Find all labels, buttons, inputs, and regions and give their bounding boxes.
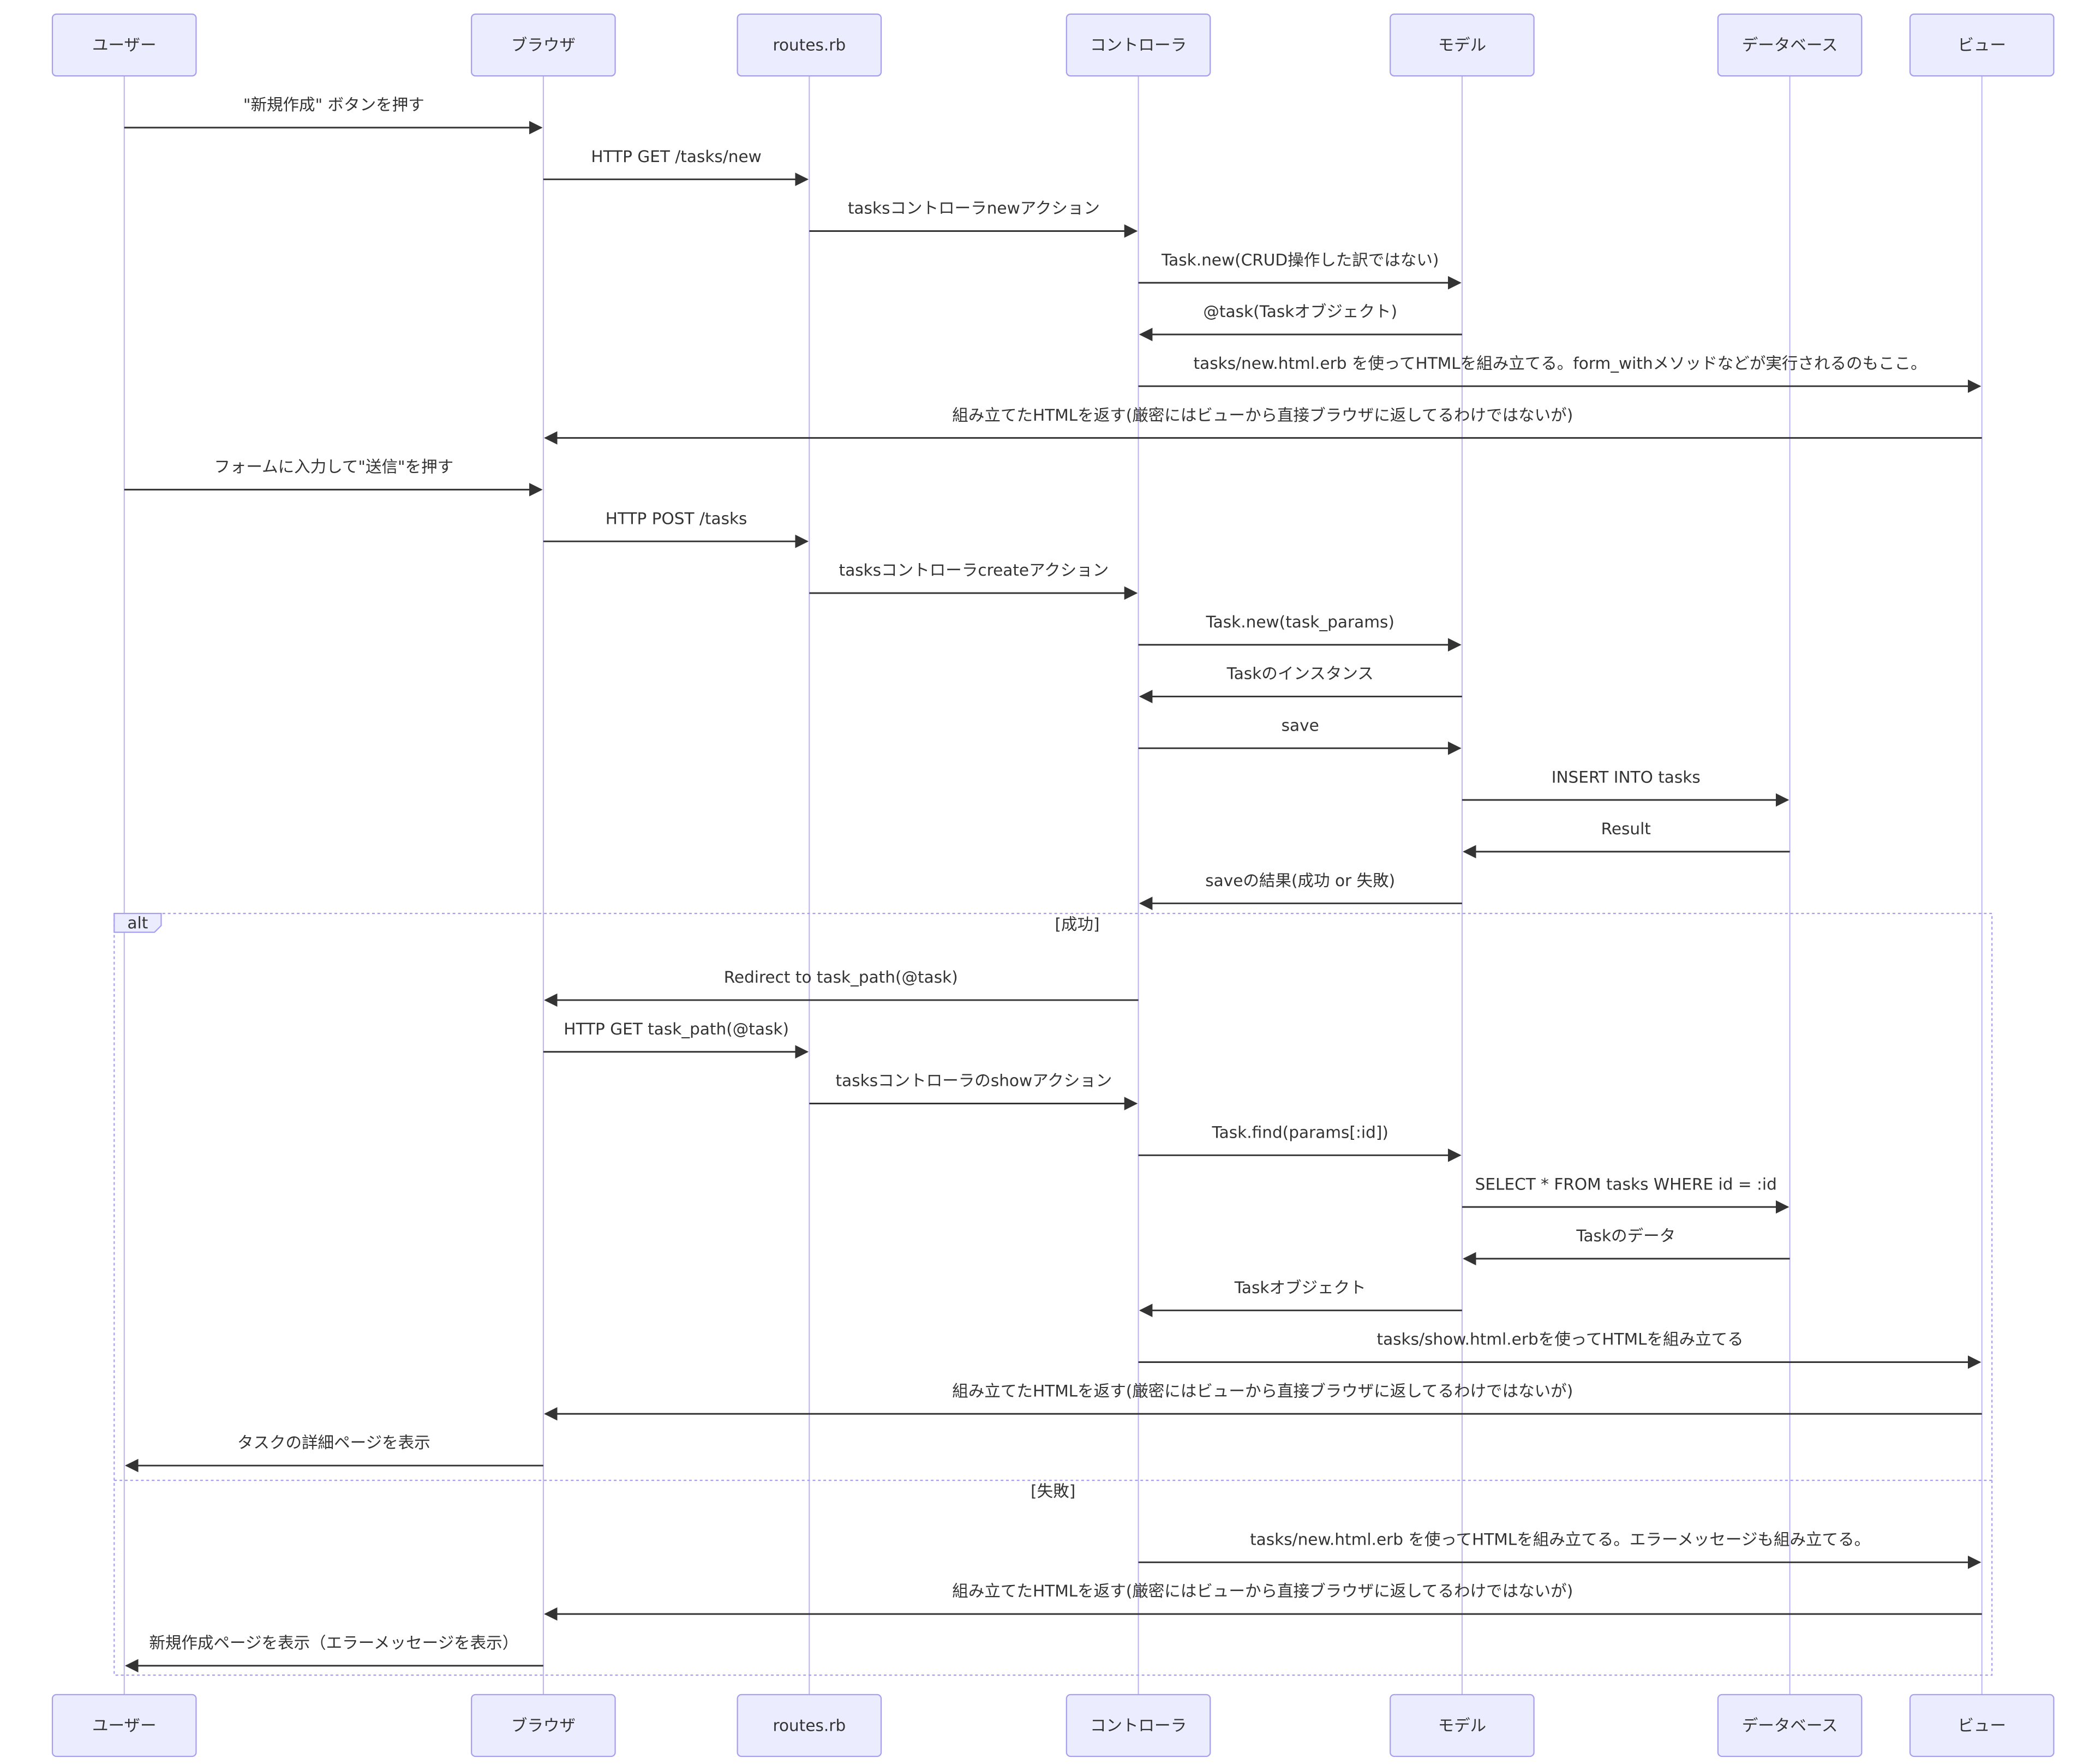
message-label: @task(Taskオブジェクト) — [1203, 302, 1397, 321]
participant-label: ブラウザ — [511, 1716, 576, 1735]
participant-label: モデル — [1438, 35, 1487, 54]
message-label: 組み立てたHTMLを返す(厳密にはビューから直接ブラウザに返してるわけではないが… — [952, 406, 1573, 424]
message-label: Result — [1601, 820, 1651, 838]
message-label: 新規作成ページを表示（エラーメッセージを表示） — [149, 1634, 518, 1652]
participant-view-bottom: ビュー — [1909, 1694, 2055, 1757]
message-label: INSERT INTO tasks — [1552, 768, 1701, 786]
message-label: Taskのインスタンス — [1226, 665, 1374, 683]
alt-frame — [113, 913, 1993, 1676]
message-label: 組み立てたHTMLを返す(厳密にはビューから直接ブラウザに返してるわけではないが… — [952, 1582, 1573, 1600]
participant-routes-bottom: routes.rb — [737, 1694, 882, 1757]
participant-label: ユーザー — [92, 1716, 157, 1735]
alt-frame-tab — [113, 913, 162, 933]
participant-label: データベース — [1742, 1716, 1838, 1735]
participant-user-bottom: ユーザー — [51, 1694, 197, 1757]
message-label: Taskオブジェクト — [1234, 1278, 1366, 1297]
participant-label: コントローラ — [1090, 1716, 1187, 1735]
alt-frame-label: alt — [127, 913, 148, 932]
message-label: tasks/new.html.erb を使ってHTMLを組み立てる。エラーメッセ… — [1250, 1530, 1870, 1548]
participant-view-top: ビュー — [1909, 13, 2055, 77]
participant-label: データベース — [1742, 35, 1838, 54]
participant-label: ビュー — [1958, 35, 2006, 54]
participant-browser-bottom: ブラウザ — [471, 1694, 616, 1757]
message-label: saveの結果(成功 or 失敗) — [1205, 871, 1395, 890]
participant-label: routes.rb — [773, 1716, 846, 1735]
participant-label: コントローラ — [1090, 35, 1187, 54]
message-label: Task.new(task_params) — [1206, 613, 1394, 631]
participant-label: ユーザー — [92, 35, 157, 54]
message-label: Taskのデータ — [1576, 1227, 1675, 1245]
participant-db-top: データベース — [1717, 13, 1863, 77]
participant-model-bottom: モデル — [1390, 1694, 1535, 1757]
message-label: tasksコントローラcreateアクション — [839, 561, 1109, 579]
alt-condition-failure: [失敗] — [1031, 1482, 1075, 1500]
message-label: tasks/new.html.erb を使ってHTMLを組み立てる。form_w… — [1194, 354, 1927, 373]
participant-controller-top: コントローラ — [1066, 13, 1211, 77]
participant-browser-top: ブラウザ — [471, 13, 616, 77]
message-label: フォームに入力して"送信"を押す — [214, 458, 453, 476]
message-label: タスクの詳細ページを表示 — [237, 1433, 430, 1452]
participant-label: routes.rb — [773, 35, 846, 54]
participant-user-top: ユーザー — [51, 13, 197, 77]
participant-controller-bottom: コントローラ — [1066, 1694, 1211, 1757]
participant-db-bottom: データベース — [1717, 1694, 1863, 1757]
message-label: Task.find(params[:id]) — [1212, 1123, 1388, 1141]
message-label: HTTP GET task_path(@task) — [564, 1020, 789, 1038]
alt-condition-success: [成功] — [1055, 915, 1099, 934]
message-label: tasksコントローラnewアクション — [848, 199, 1100, 218]
participant-label: ビュー — [1958, 1716, 2006, 1735]
message-label: "新規作成" ボタンを押す — [243, 95, 424, 114]
message-label: tasks/show.html.erbを使ってHTMLを組み立てる — [1377, 1330, 1744, 1349]
message-label: 組み立てたHTMLを返す(厳密にはビューから直接ブラウザに返してるわけではないが… — [952, 1382, 1573, 1400]
message-label: Redirect to task_path(@task) — [724, 968, 958, 986]
message-label: SELECT * FROM tasks WHERE id = :id — [1475, 1175, 1777, 1193]
message-label: save — [1282, 716, 1319, 734]
participant-label: ブラウザ — [511, 35, 576, 54]
participant-model-top: モデル — [1390, 13, 1535, 77]
message-label: Task.new(CRUD操作した訳ではない) — [1161, 250, 1439, 269]
message-label: HTTP GET /tasks/new — [591, 147, 761, 166]
participant-label: モデル — [1438, 1716, 1487, 1735]
participant-routes-top: routes.rb — [737, 13, 882, 77]
message-label: HTTP POST /tasks — [606, 509, 747, 528]
message-label: tasksコントローラのshowアクション — [836, 1072, 1112, 1090]
